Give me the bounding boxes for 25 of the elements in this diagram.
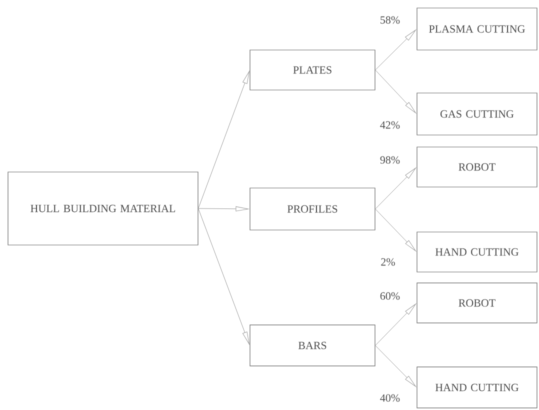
process-box: PROFILES	[250, 188, 376, 230]
process-box: ROBOT	[416, 282, 538, 324]
arrow	[198, 208, 250, 344]
edge-label: 40%	[378, 393, 402, 403]
edge-label: 98%	[378, 155, 402, 165]
arrow	[198, 206, 249, 212]
process-box: PLATES	[250, 50, 376, 90]
process-box: ROBOT	[416, 146, 538, 188]
arrow	[375, 304, 416, 346]
process-box: BARS	[250, 324, 376, 366]
edge-label: 2%	[380, 257, 396, 267]
edge-label: 60%	[378, 291, 402, 301]
edge-label: 42%	[378, 120, 402, 130]
process-box: GAS CUTTING	[416, 92, 538, 136]
arrow	[375, 70, 416, 114]
arrow	[198, 71, 250, 209]
arrow	[375, 168, 416, 210]
arrow	[375, 30, 416, 70]
process-box: HAND CUTTING	[416, 232, 538, 272]
arrow	[375, 345, 416, 387]
process-box: HAND CUTTING	[416, 366, 538, 408]
edge-label: 58%	[378, 15, 402, 25]
process-box: PLASMA CUTTING	[416, 8, 538, 50]
arrow	[375, 208, 416, 252]
process-box: HULL BUILDING MATERIAL	[8, 172, 198, 246]
